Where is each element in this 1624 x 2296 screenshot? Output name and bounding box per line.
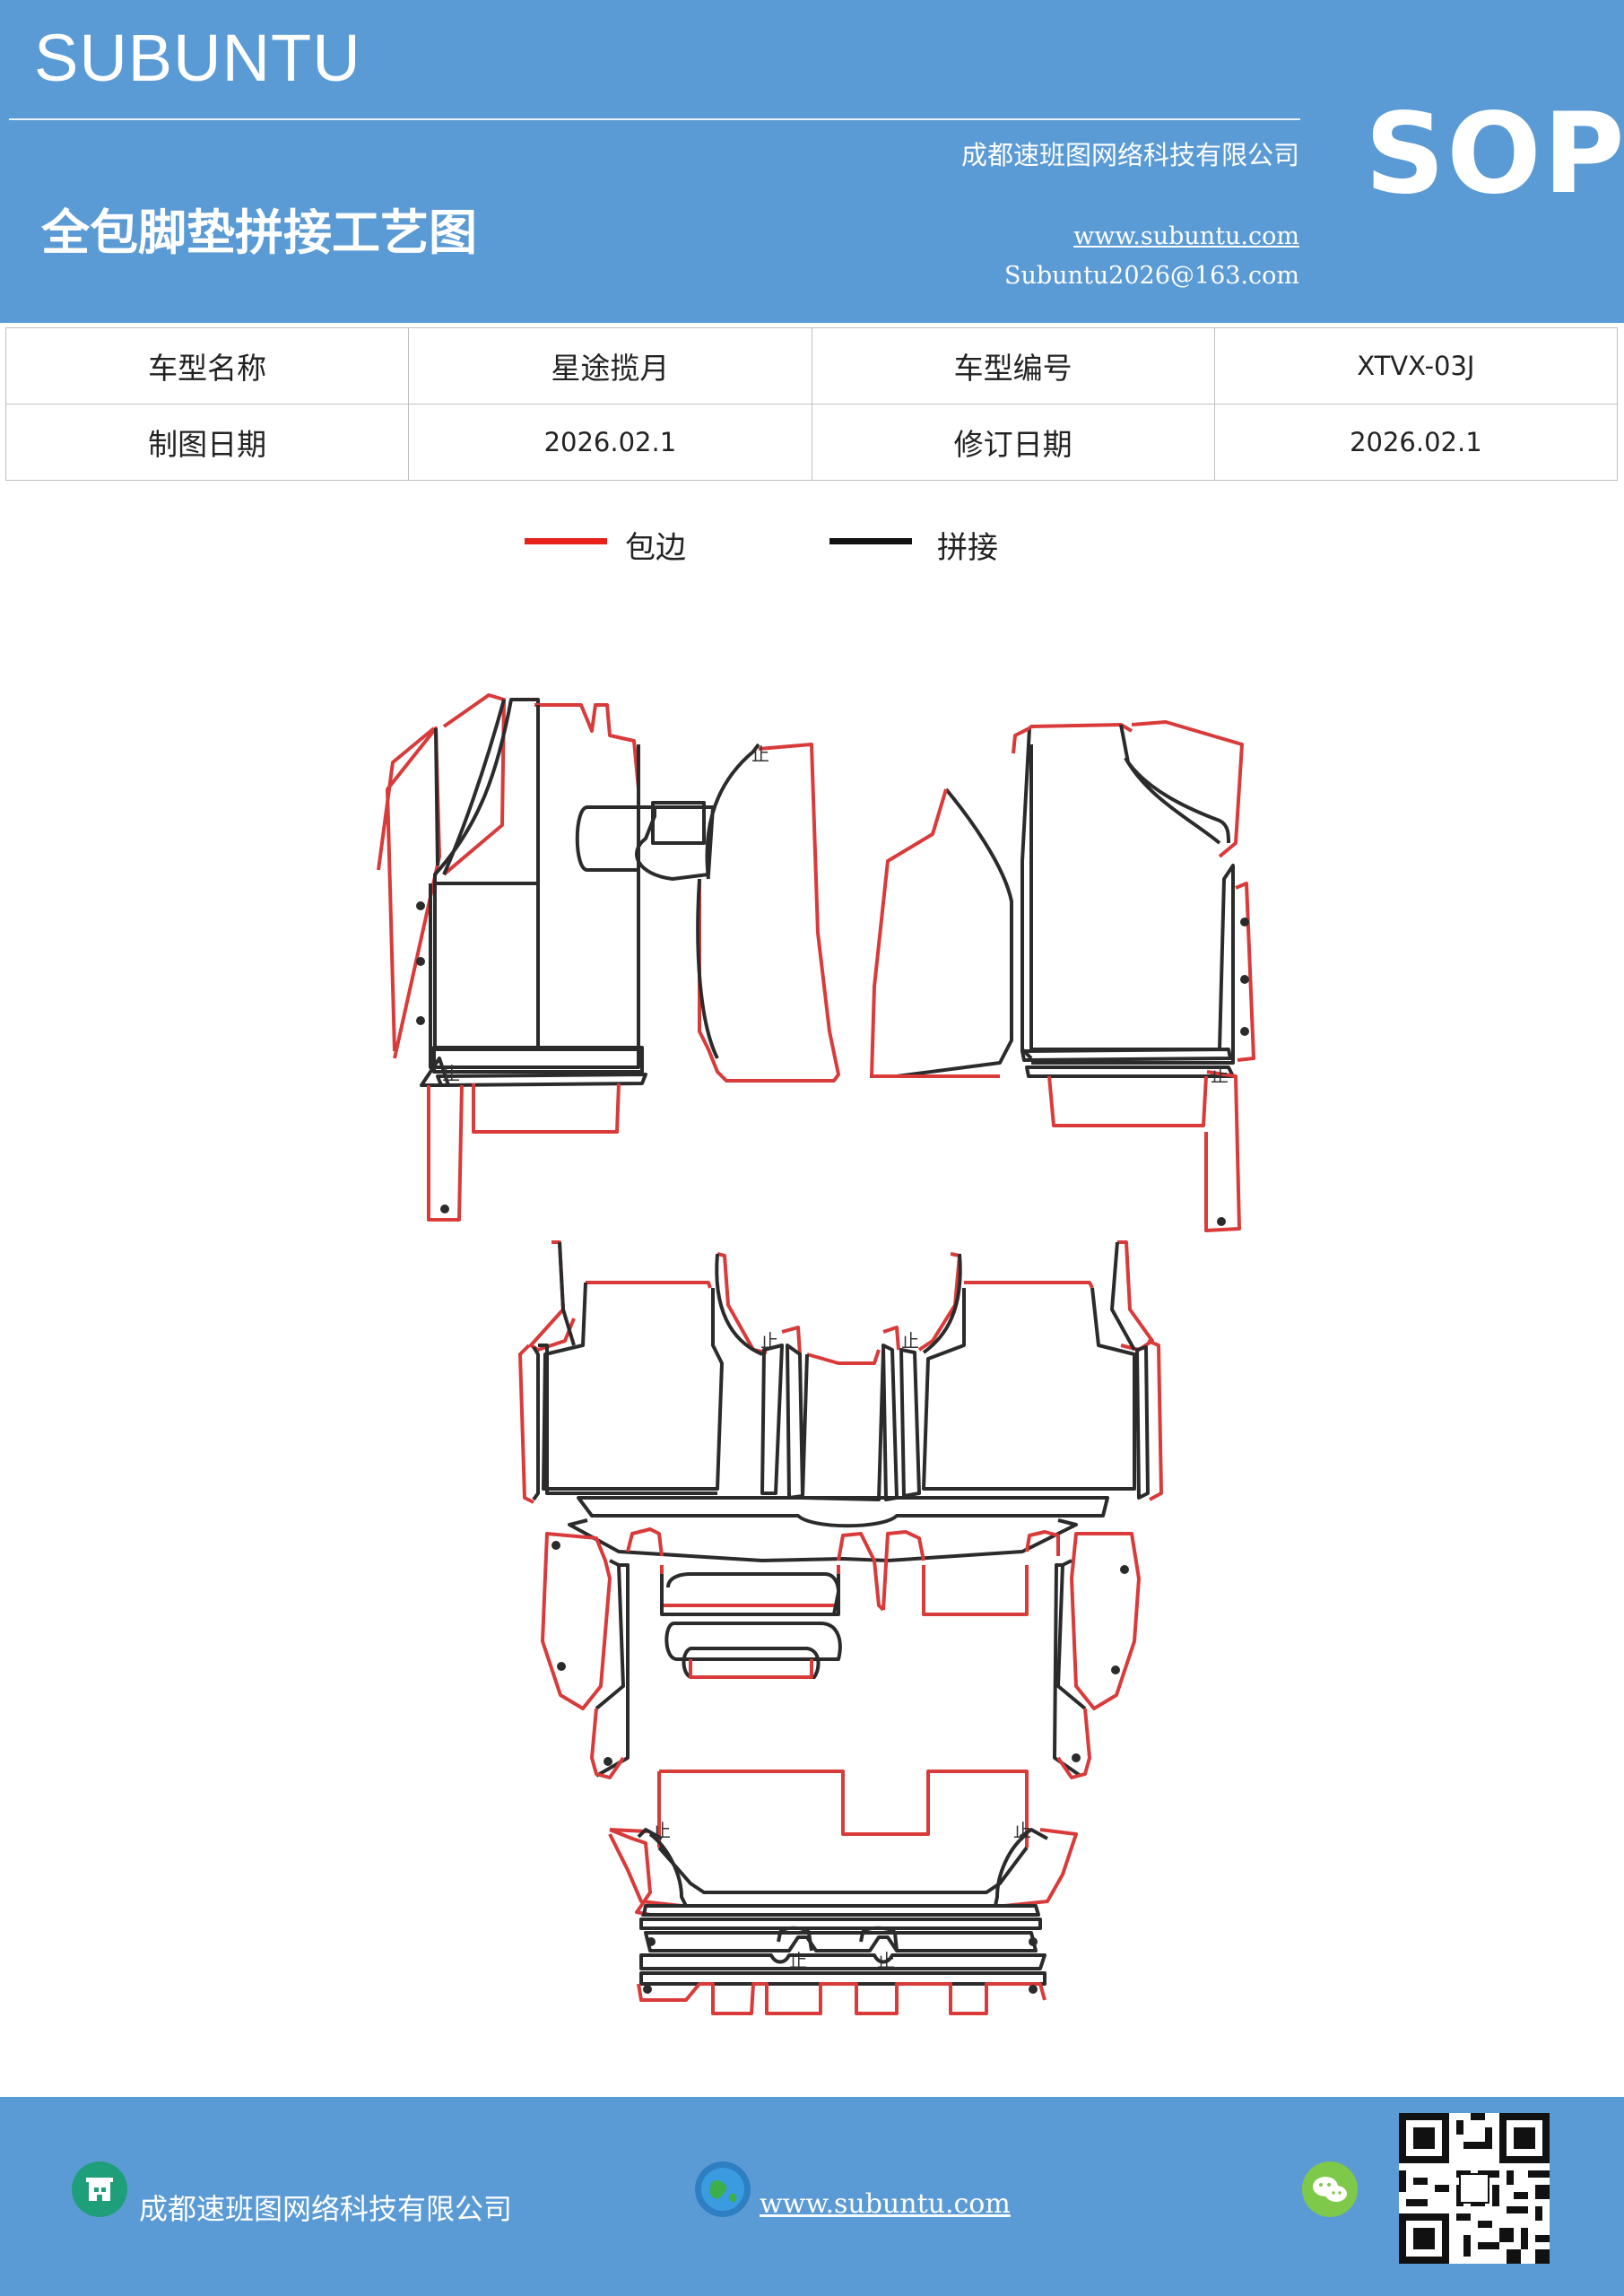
front-left-mat: 止	[377, 693, 647, 1222]
wechat-icon	[1302, 2161, 1358, 2217]
company-name: 成都速班图网络科技有限公司	[960, 140, 1299, 170]
front-left-sill-strip	[436, 1073, 647, 1087]
row2-right-pad	[922, 1287, 1136, 1491]
header-divider	[9, 118, 1300, 120]
row2-left-rear-strip-2	[689, 1659, 813, 1679]
cell-value: XTVX-03J	[1213, 327, 1619, 404]
footrest-piece	[442, 693, 506, 876]
pedal-cutout-edge	[534, 703, 640, 790]
front-right-mat: 止	[870, 720, 1255, 1232]
header-band: SUBUNTU 全包脚垫拼接工艺图 成都速班图网络科技有限公司 www.subu…	[0, 0, 1624, 323]
qr-code	[1399, 2113, 1550, 2264]
legend-seam-swatch	[829, 538, 912, 544]
sop-badge: SOP	[1365, 90, 1624, 219]
svg-text:止: 止	[442, 1063, 460, 1084]
row3-rear-bar-1	[639, 1918, 1042, 1930]
row2-rear-bar	[577, 1496, 1109, 1528]
footer-band: 成都速班图网络科技有限公司 www.subuntu.com	[0, 2097, 1624, 2296]
front-left-outer-edge	[377, 726, 436, 871]
middle-floor-mat	[541, 1518, 1141, 1779]
row3-top-edge	[659, 1770, 1029, 1848]
row3-right-corner	[1003, 1828, 1078, 1908]
legend-edge-label: 包边	[625, 530, 686, 566]
front-center-mat: 止	[635, 743, 840, 1083]
footer-company-name: 成都速班图网络科技有限公司	[139, 2192, 513, 2226]
row2-left-pad-top	[586, 1281, 712, 1289]
center-tunnel-panel	[698, 743, 840, 1083]
row2-right-pad-top	[964, 1281, 1094, 1289]
row2-left-pad	[542, 1282, 724, 1491]
front-right-inner-edge	[870, 788, 1000, 1078]
row3-rear-bar-3	[639, 1971, 1046, 1986]
right-side-strip	[1235, 882, 1255, 1062]
svg-text:止: 止	[1013, 1820, 1031, 1841]
row2-left-rear-pad	[660, 1565, 840, 1607]
front-right-kick-strip	[1204, 1070, 1241, 1232]
front-left-kick-strip	[427, 1084, 464, 1222]
row3-rear-bar-2	[644, 1931, 1038, 1952]
front-left-main-panel	[536, 705, 640, 1051]
row2-right-top-strip	[1117, 1240, 1154, 1352]
row2-tunnel-top	[806, 1349, 881, 1365]
row2-right-outer-edge	[1147, 1339, 1163, 1501]
cell-value: 2026.02.1	[1213, 404, 1619, 481]
row3-main-panel	[657, 1846, 1029, 1894]
document-title: 全包脚垫拼接工艺图	[41, 204, 477, 261]
svg-text:止: 止	[751, 744, 769, 765]
cell-value: 星途揽月	[408, 327, 812, 404]
front-right-heel-pad	[1047, 1075, 1208, 1127]
row2-left-flank-tail	[590, 1708, 625, 1779]
front-right-sill-strip	[1025, 1065, 1235, 1078]
brand-name: SUBUNTU	[34, 21, 361, 95]
front-right-main-panel	[1029, 744, 1235, 1065]
row3-left-corner	[608, 1833, 682, 1908]
svg-text:止: 止	[1211, 1065, 1229, 1086]
row3-bottom-edge	[637, 1982, 1046, 2015]
cell-label: 车型名称	[4, 327, 410, 404]
tunnel-strap-right	[881, 1530, 925, 1611]
legend-seam-label: 拼接	[937, 530, 998, 566]
front-right-inner-seam	[870, 787, 1013, 1078]
front-left-heel-pad	[472, 1083, 621, 1134]
front-right-footrest-edge	[1131, 720, 1244, 858]
third-row-mat: 止 止 止 止	[608, 1770, 1078, 2015]
front-right-top-edge	[1028, 723, 1133, 733]
legend-edge-swatch	[525, 538, 607, 544]
tunnel-strap-left	[837, 1532, 885, 1612]
row2-right-flank-tail	[1056, 1708, 1091, 1779]
row2-left-flank	[541, 1532, 612, 1710]
website-link[interactable]: www.subuntu.com	[1073, 222, 1299, 250]
building-icon	[72, 2161, 127, 2217]
footer-website-link[interactable]: www.subuntu.com	[760, 2188, 1011, 2220]
floor-mat-diagram: .e { fill: none; stroke: #d93a3a; stroke…	[377, 693, 1255, 2015]
info-table: 车型名称 星途揽月 车型编号 XTVX-03J 制图日期 2026.02.1 修…	[4, 327, 1619, 481]
row2-left-outer-edge	[518, 1344, 534, 1504]
cell-label: 车型编号	[811, 327, 1215, 404]
row2-right-flank	[1070, 1532, 1141, 1710]
console-pad	[651, 801, 706, 845]
second-row-mat: 止 止	[518, 1240, 1163, 1528]
svg-text:止: 止	[653, 1820, 671, 1841]
tunnel-seam	[705, 743, 760, 880]
row2-left-rear-strip-1	[664, 1622, 842, 1661]
row2-left-top-strip	[529, 1240, 576, 1352]
email-address: Subuntu2026@163.com	[1004, 262, 1299, 290]
table-row: 车型名称 星途揽月 车型编号 XTVX-03J	[4, 327, 1619, 404]
svg-text:止: 止	[901, 1330, 919, 1352]
globe-icon	[695, 2161, 751, 2217]
row2-tunnel-panel	[801, 1349, 885, 1501]
row2-right-rear-pad	[922, 1565, 1029, 1616]
pedal-cover	[575, 805, 640, 872]
cell-label: 制图日期	[4, 404, 410, 481]
cell-label: 修订日期	[811, 404, 1215, 481]
table-row: 制图日期 2026.02.1 修订日期 2026.02.1	[4, 404, 1619, 481]
cell-value: 2026.02.1	[408, 404, 812, 481]
